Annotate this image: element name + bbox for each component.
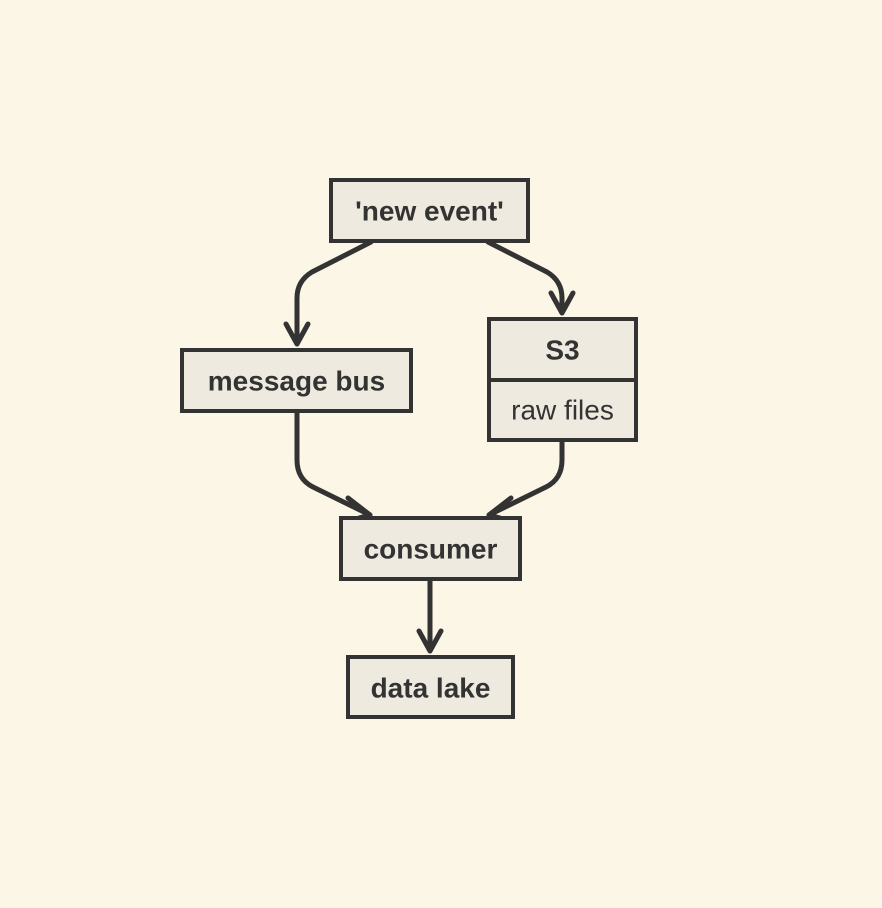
edge-new-event-to-message-bus <box>283 239 374 347</box>
node-consumer: consumer <box>339 516 522 581</box>
node-s3: S3 raw files <box>487 317 638 442</box>
edge-consumer-to-data-lake <box>416 577 444 654</box>
node-s3-subtitle: raw files <box>511 395 614 426</box>
node-s3-title: S3 <box>545 335 579 366</box>
edge-s3-to-consumer <box>486 439 565 521</box>
node-data-lake-label: data lake <box>371 673 491 704</box>
node-new-event: 'new event' <box>329 178 530 243</box>
node-message-bus: message bus <box>180 348 413 413</box>
edge-new-event-to-s3 <box>485 239 576 316</box>
node-consumer-label: consumer <box>364 534 498 565</box>
node-data-lake: data lake <box>346 655 515 719</box>
node-message-bus-label: message bus <box>208 366 385 397</box>
edge-message-bus-to-consumer <box>294 409 373 521</box>
node-new-event-label: 'new event' <box>355 196 504 227</box>
